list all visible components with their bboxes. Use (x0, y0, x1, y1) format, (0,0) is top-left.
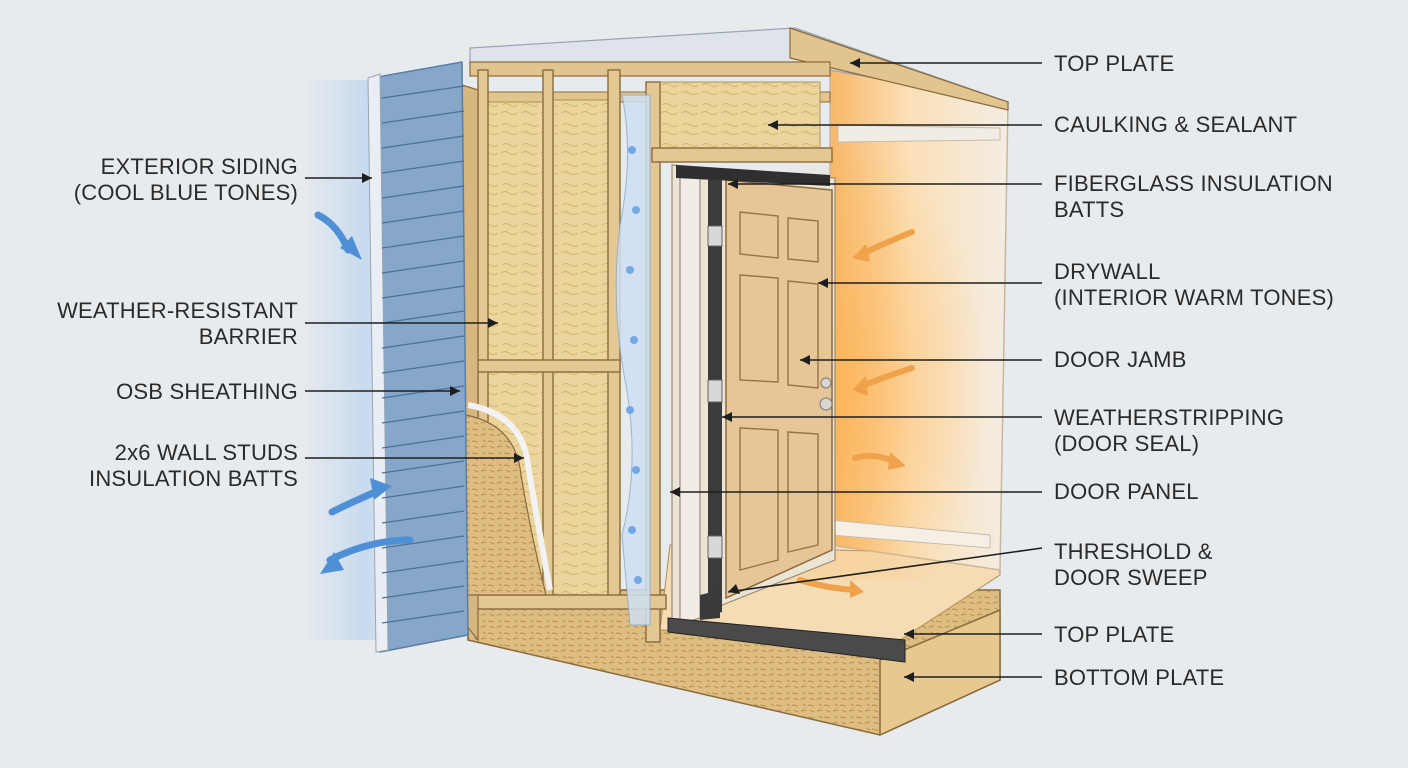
label-line: CAULKING & SEALANT (1054, 112, 1298, 137)
label-bottom-plate: BOTTOM PLATE (1054, 665, 1224, 691)
siding-lap-line (381, 135, 465, 149)
siding-lap-line (381, 560, 465, 574)
label-fiberglass-batts: FIBERGLASS INSULATION BATTS (1054, 171, 1333, 223)
label-threshold-sweep: THRESHOLD & DOOR SWEEP (1054, 539, 1213, 591)
label-line: (COOL BLUE TONES) (73, 180, 298, 205)
label-line: BOTTOM PLATE (1054, 665, 1225, 690)
siding-lap-line (381, 585, 465, 599)
siding-lap-line (381, 85, 465, 99)
label-line: (INTERIOR WARM TONES) (1054, 285, 1335, 310)
siding-lap-line (381, 360, 465, 374)
label-line: (DOOR SEAL) (1054, 431, 1200, 456)
leader-lines (305, 62, 1043, 678)
door-assembly (667, 164, 906, 663)
label-wall-studs: 2x6 WALL STUDS INSULATION BATTS (89, 440, 298, 492)
label-line: FIBERGLASS INSULATION (1054, 171, 1333, 196)
label-line: WEATHER-RESISTANT (57, 298, 298, 323)
osb-sheathing (461, 84, 553, 642)
siding-lap-line (381, 235, 465, 249)
label-line: INSULATION BATTS (89, 466, 298, 491)
label-line: WEATHERSTRIPPING (1054, 405, 1285, 430)
label-exterior-siding: EXTERIOR SIDING (COOL BLUE TONES) (74, 154, 298, 206)
siding-lap-line (381, 185, 465, 199)
airflow-arrowheads-warm (850, 244, 906, 598)
label-line: THRESHOLD & (1054, 539, 1213, 564)
label-caulking-sealant: CAULKING & SEALANT (1054, 112, 1297, 138)
siding-lap-line (381, 260, 465, 274)
label-door-panel: DOOR PANEL (1054, 479, 1199, 505)
siding-lap-line (381, 535, 465, 549)
siding-lap-line (381, 610, 465, 624)
siding-lap-line (381, 435, 465, 449)
label-door-jamb: DOOR JAMB (1054, 347, 1187, 373)
label-line: DOOR PANEL (1054, 479, 1199, 504)
label-line: OSB SHEATHING (116, 379, 298, 404)
label-line: BATTS (1054, 197, 1125, 222)
label-weather-barrier: WEATHER-RESISTANT BARRIER (57, 298, 298, 350)
label-top-plate-lower: TOP PLATE (1054, 622, 1174, 648)
label-drywall: DRYWALL (INTERIOR WARM TONES) (1054, 259, 1334, 311)
weather-barrier (615, 94, 651, 626)
siding-lap-line (381, 335, 465, 349)
siding-lap-line (381, 310, 465, 324)
label-osb-sheathing: OSB SHEATHING (116, 379, 298, 405)
label-line: DOOR JAMB (1054, 347, 1187, 372)
label-line: TOP PLATE (1054, 622, 1175, 647)
siding-lap-line (381, 485, 465, 499)
label-line: TOP PLATE (1054, 51, 1175, 76)
label-line: DRYWALL (1054, 259, 1161, 284)
siding-lap-line (381, 460, 465, 474)
label-line: DOOR SWEEP (1054, 565, 1208, 590)
siding-lap-line (381, 110, 465, 124)
label-weatherstripping: WEATHERSTRIPPING (DOOR SEAL) (1054, 405, 1284, 457)
label-line: 2x6 WALL STUDS (114, 440, 298, 465)
siding-lap-line (381, 510, 465, 524)
label-line: BARRIER (198, 324, 298, 349)
siding-lap-line (381, 160, 465, 174)
siding-lap-line (381, 285, 465, 299)
label-top-plate-upper: TOP PLATE (1054, 51, 1174, 77)
leader-arrowheads (362, 58, 914, 682)
siding-lap-line (381, 410, 465, 424)
label-line: EXTERIOR SIDING (100, 154, 298, 179)
exterior-siding (367, 61, 469, 653)
siding-lap-line (381, 210, 465, 224)
airflow-arrowheads-cold (320, 236, 392, 574)
